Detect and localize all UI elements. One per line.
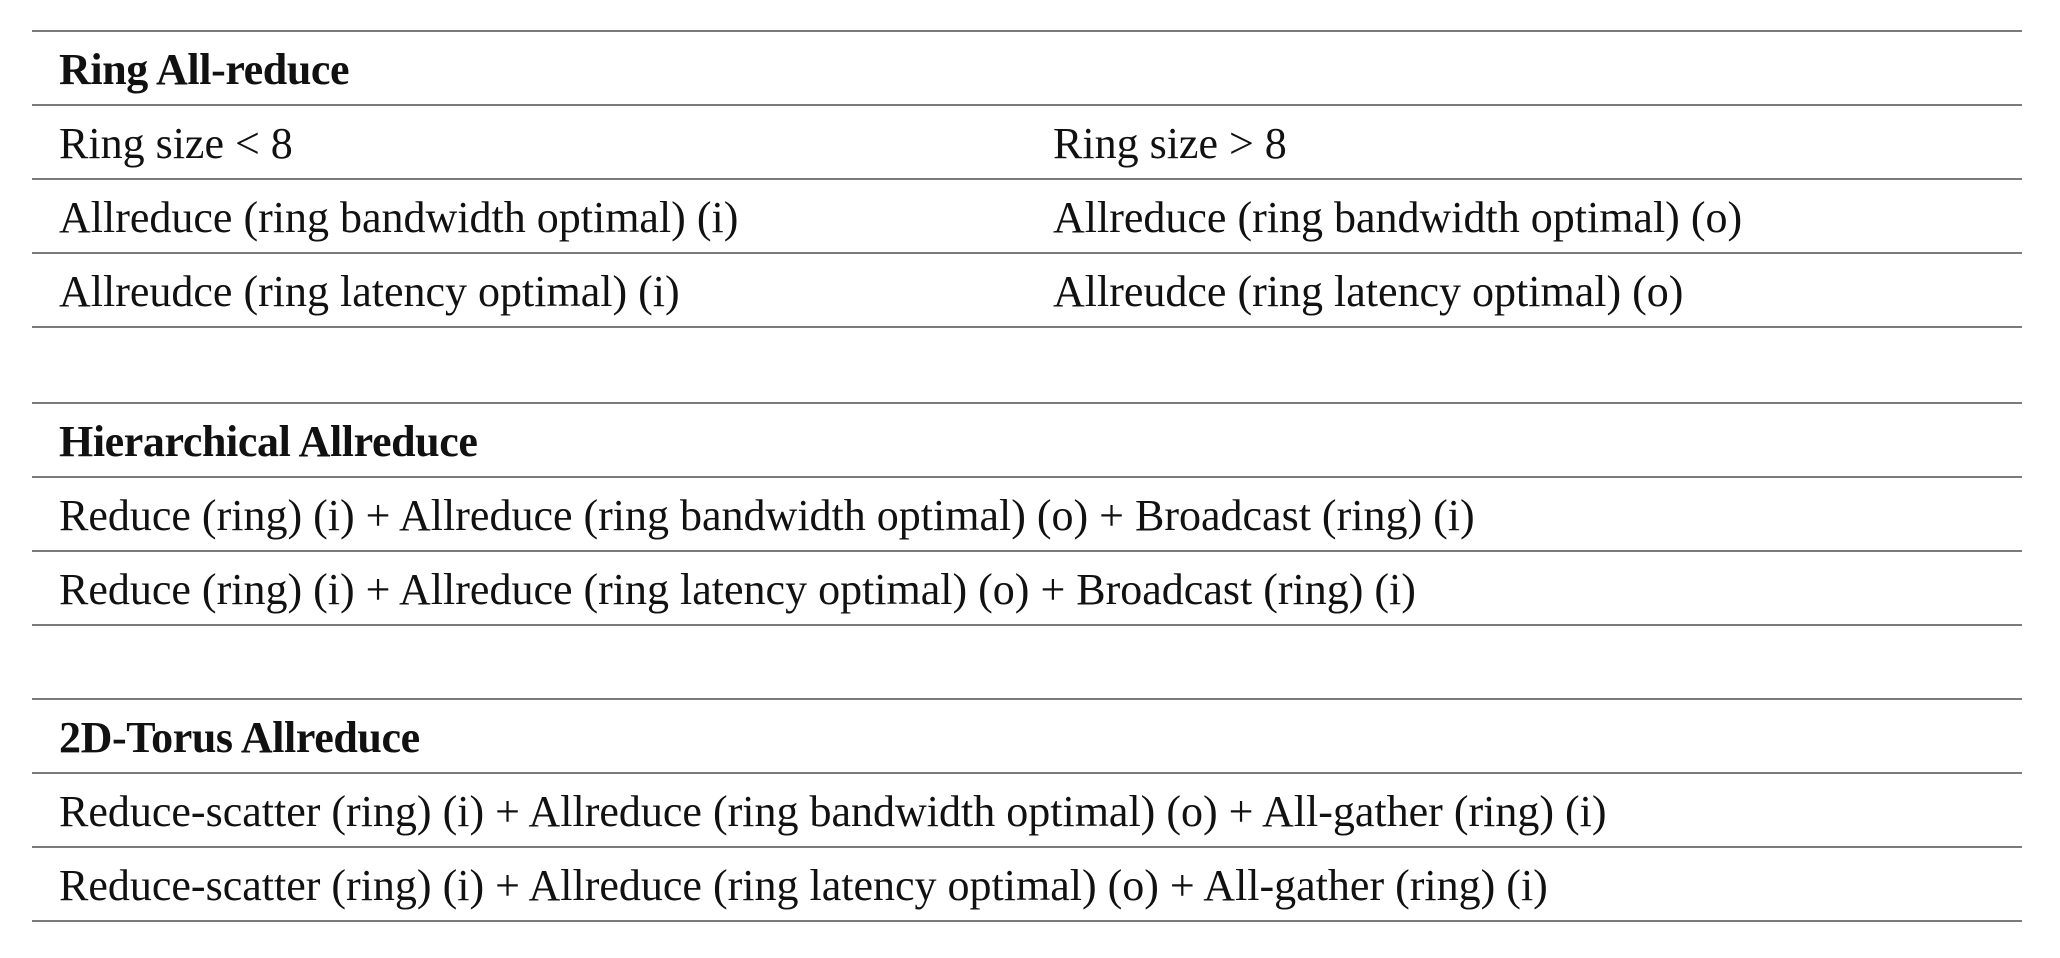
table-cell: Allreduce (ring bandwidth optimal) (o): [1053, 193, 1743, 242]
table-cell: Reduce-scatter (ring) (i) + Allreduce (r…: [59, 861, 1548, 910]
torus-allreduce-heading: 2D-Torus Allreduce: [59, 713, 420, 762]
table-cell: Allreduce (ring bandwidth optimal) (i): [59, 193, 739, 242]
table-cell: Reduce-scatter (ring) (i) + Allreduce (r…: [59, 787, 1607, 836]
column-header-ring-size-large: Ring size > 8: [1053, 119, 1287, 168]
ring-allreduce-heading: Ring All-reduce: [59, 45, 350, 94]
table-row: Reduce-scatter (ring) (i) + Allreduce (r…: [32, 772, 2022, 846]
table-row: Allreduce (ring bandwidth optimal) (i) A…: [32, 178, 2022, 252]
table-cell: Reduce (ring) (i) + Allreduce (ring band…: [59, 491, 1475, 540]
table-row: Reduce (ring) (i) + Allreduce (ring late…: [32, 550, 2022, 626]
torus-allreduce-table: 2D-Torus Allreduce Reduce-scatter (ring)…: [32, 698, 2022, 922]
ring-allreduce-table: Ring All-reduce Ring size < 8 Ring size …: [32, 30, 2022, 328]
ring-size-header-row: Ring size < 8 Ring size > 8: [32, 104, 2022, 178]
hierarchical-allreduce-heading: Hierarchical Allreduce: [59, 417, 478, 466]
column-header-ring-size-small: Ring size < 8: [59, 119, 293, 168]
table-row: Reduce-scatter (ring) (i) + Allreduce (r…: [32, 846, 2022, 922]
ring-allreduce-heading-row: Ring All-reduce: [32, 30, 2022, 104]
table-cell: Allreudce (ring latency optimal) (o): [1053, 267, 1684, 316]
hierarchical-allreduce-heading-row: Hierarchical Allreduce: [32, 402, 2022, 476]
hierarchical-allreduce-table: Hierarchical Allreduce Reduce (ring) (i)…: [32, 402, 2022, 626]
torus-allreduce-heading-row: 2D-Torus Allreduce: [32, 698, 2022, 772]
table-row: Reduce (ring) (i) + Allreduce (ring band…: [32, 476, 2022, 550]
table-row: Allreudce (ring latency optimal) (i) All…: [32, 252, 2022, 328]
table-cell: Reduce (ring) (i) + Allreduce (ring late…: [59, 565, 1416, 614]
table-cell: Allreudce (ring latency optimal) (i): [59, 267, 680, 316]
